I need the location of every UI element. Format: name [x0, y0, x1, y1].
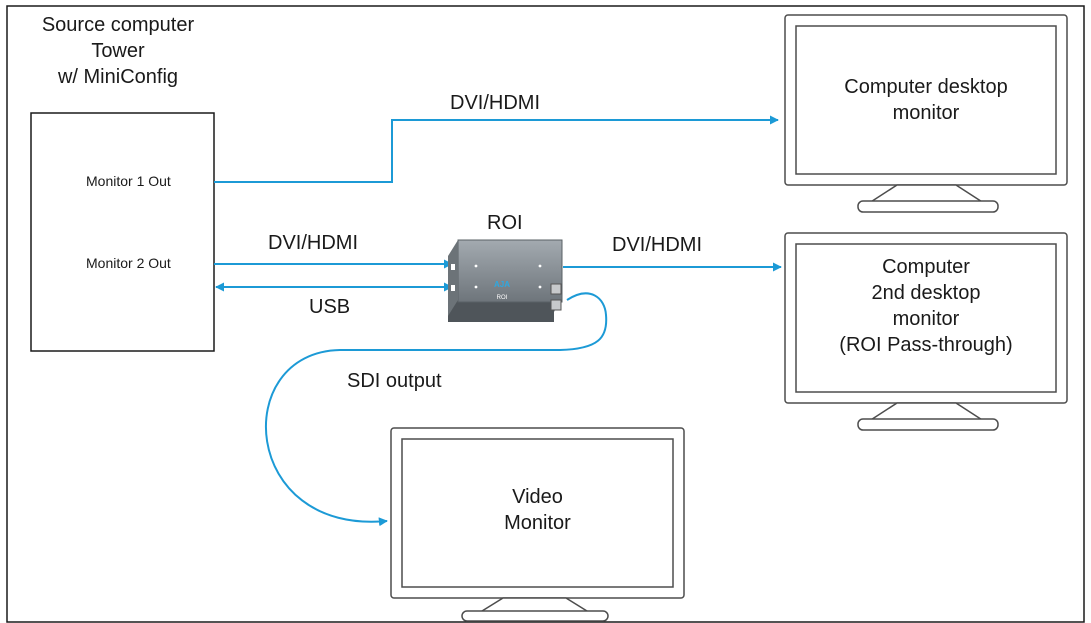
line-sdi-output	[265, 292, 608, 527]
monitor-desktop	[784, 14, 1068, 213]
label-usb: USB	[309, 296, 351, 318]
port-monitor-1-out: Monitor 1 Out	[86, 173, 171, 189]
label-middle-out-dvi-hdmi: DVI/HDMI	[612, 234, 702, 256]
monitor-second-line-2: 2nd desktop	[871, 282, 981, 304]
monitor-video-line-2: Monitor	[504, 512, 571, 534]
monitor-video	[390, 427, 685, 622]
monitor-second	[784, 232, 1068, 431]
roi-device: AJA ROI	[448, 239, 563, 322]
outer-frame	[6, 5, 1085, 623]
label-sdi-output: SDI output	[347, 370, 442, 392]
label-roi: ROI	[487, 212, 523, 234]
monitor-second-line-1: Computer	[882, 256, 970, 278]
monitor-desktop-line-1: Computer desktop	[844, 76, 1008, 98]
port-monitor-2-out: Monitor 2 Out	[86, 255, 171, 271]
label-top-dvi-hdmi: DVI/HDMI	[450, 92, 540, 114]
monitor-second-line-3: monitor	[892, 308, 960, 330]
monitor-video-line-1: Video	[512, 486, 563, 508]
monitor-video-caption: Video Monitor	[402, 484, 673, 536]
source-title: Source computer Tower w/ MiniConfig	[18, 12, 218, 90]
label-middle-in-dvi-hdmi: DVI/HDMI	[268, 232, 358, 254]
monitor-second-line-4: (ROI Pass-through)	[839, 334, 1013, 356]
roi-brand: AJA	[494, 280, 510, 289]
monitor-desktop-caption: Computer desktop monitor	[796, 74, 1056, 126]
source-tower-box	[30, 112, 215, 352]
source-title-line-3: w/ MiniConfig	[57, 66, 179, 88]
source-title-line-2: Tower	[91, 40, 145, 62]
monitor-second-caption: Computer 2nd desktop monitor (ROI Pass-t…	[796, 254, 1056, 358]
monitor-desktop-line-2: monitor	[892, 102, 960, 124]
roi-face-label: ROI	[497, 295, 508, 301]
line-monitor1-to-desktop	[214, 115, 779, 183]
source-title-line-1: Source computer	[41, 14, 195, 36]
